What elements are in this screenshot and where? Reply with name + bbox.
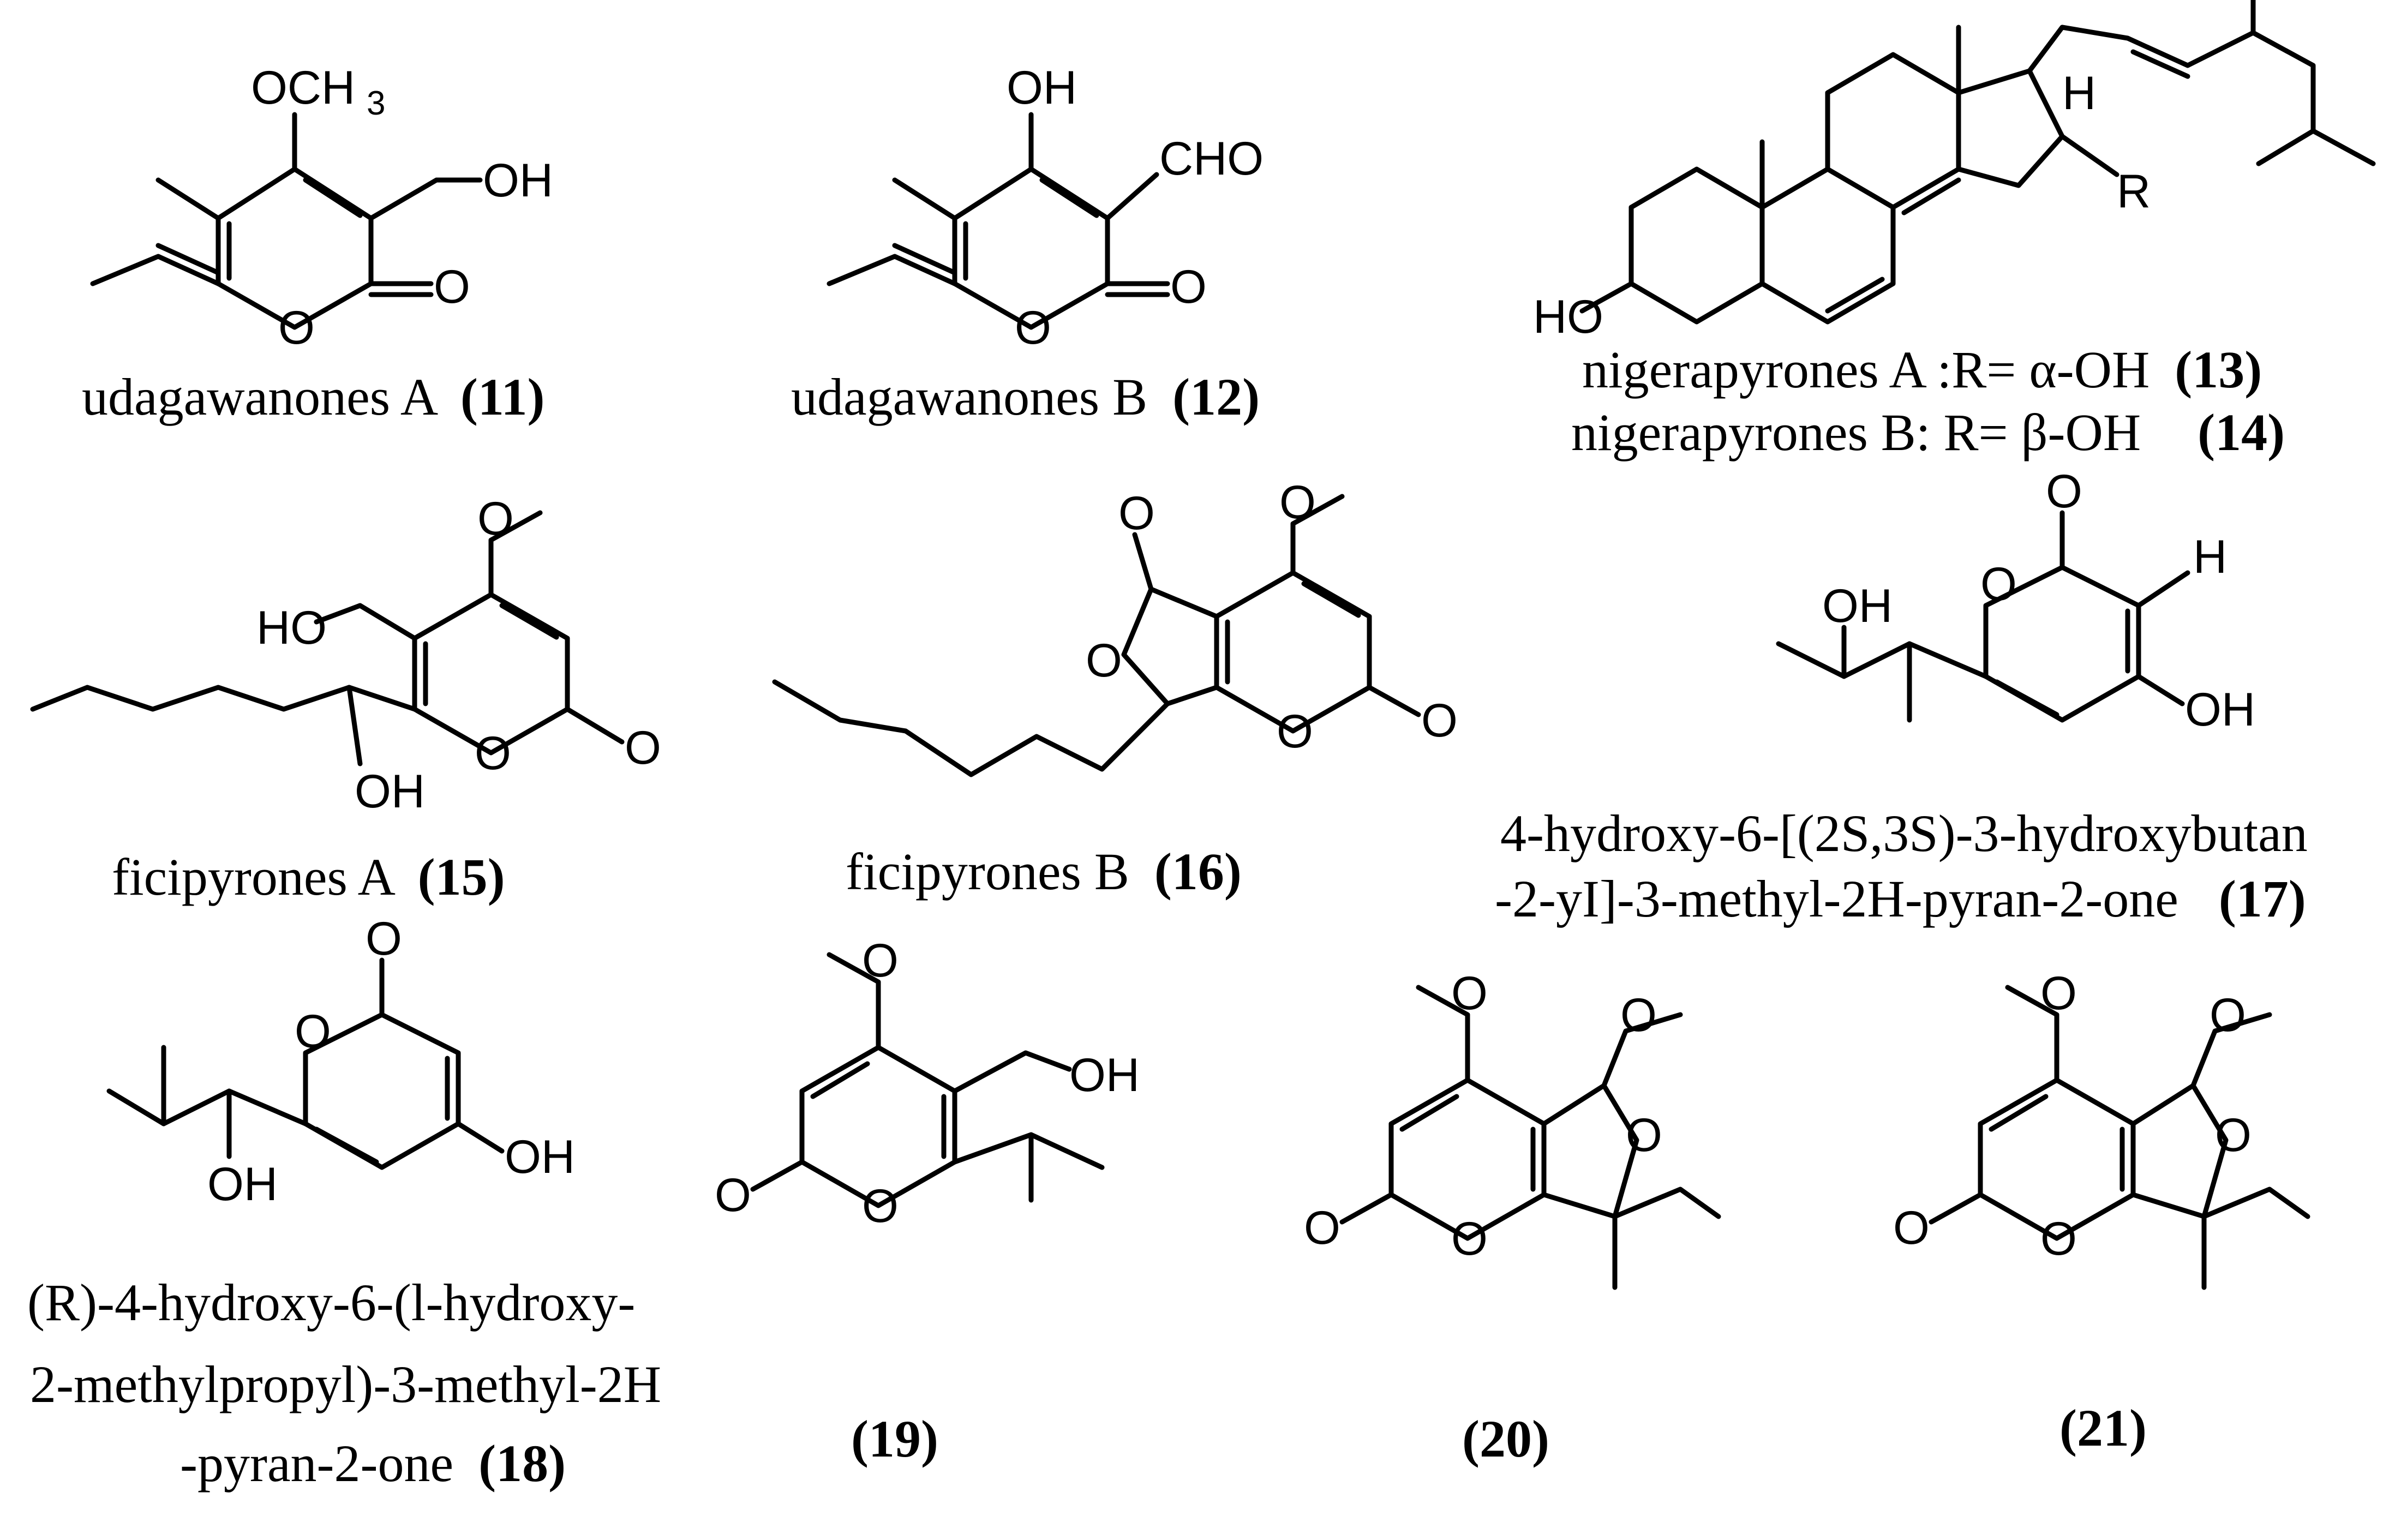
carbonyl-oxygen: O <box>366 913 402 965</box>
methoxy-oxygen: O <box>2040 967 2077 1020</box>
ring-oxygen: O <box>1015 302 1051 354</box>
structure-21: O O O O O <box>1893 967 2310 1290</box>
hydroxyl-label: OH <box>483 154 553 207</box>
lactone-ring-oxygen: O <box>1086 634 1122 687</box>
caption-18-line1: (R)-4-hydroxy-6-(l-hydroxy- <box>27 1273 635 1332</box>
methoxy-oxygen: O <box>477 493 514 545</box>
furan-oxygen: O <box>1626 1109 1662 1161</box>
hydrogen-label: H <box>2193 531 2227 583</box>
structure-19: O O O OH <box>715 934 1140 1232</box>
methoxy-subscript: 3 <box>367 85 385 122</box>
structure-13-14: HO H R <box>1533 0 2376 343</box>
hydroxyl-label: OH <box>505 1131 575 1183</box>
caption-16: ficipyrones B (16) <box>846 842 1242 901</box>
methoxy-label: OCH <box>251 62 355 114</box>
ring-oxygen: O <box>2040 1213 2077 1265</box>
structure-12: O O OH CHO <box>827 62 1264 354</box>
structure-16: O O O O O <box>772 476 1458 777</box>
structure-18: O O OH OH <box>106 913 575 1211</box>
caption-11: udagawanones A (11) <box>82 368 545 426</box>
hydroxyl-label: OH <box>1069 1049 1140 1101</box>
hydroxyl-label: OH <box>1822 580 1893 632</box>
caption-19: (19) <box>851 1410 938 1468</box>
caption-14: nigerapyrones B: R= β-OH (14) <box>1571 403 2285 462</box>
ring-oxygen: O <box>862 1180 899 1232</box>
carbonyl-oxygen: O <box>434 261 470 313</box>
ring-oxygen: O <box>1451 1213 1488 1265</box>
hydroxyl-label: OH <box>207 1158 278 1211</box>
carbonyl-oxygen: O <box>715 1169 751 1221</box>
methoxy-oxygen: O <box>862 934 899 987</box>
hydroxyl-label: OH <box>1007 62 1077 114</box>
r-group-label: R <box>2117 165 2151 218</box>
lactone-carbonyl-oxygen: O <box>1118 487 1155 540</box>
caption-17-line1: 4-hydroxy-6-[(2S,3S)-3-hydroxybutan <box>1500 804 2308 862</box>
carbonyl-oxygen: O <box>2046 465 2082 518</box>
methoxy-oxygen: O <box>1451 967 1488 1020</box>
caption-21: (21) <box>2059 1399 2147 1457</box>
caption-13: nigerapyrones A :R= α-OH (13) <box>1582 340 2262 399</box>
caption-18-line2: 2-methylpropyl)-3-methyl-2H <box>30 1355 661 1413</box>
ring-oxygen: O <box>475 727 511 780</box>
hydrogen-label: H <box>2062 67 2096 119</box>
caption-18-line3: -pyran-2-one (18) <box>180 1434 566 1493</box>
ring-oxygen: O <box>1980 558 2017 610</box>
carbonyl-oxygen: O <box>1421 694 1458 747</box>
ring-oxygen: O <box>278 302 315 354</box>
structure-15: O O O HO OH <box>30 493 661 818</box>
structure-11: O O OCH 3 OH <box>90 62 553 354</box>
methoxy-oxygen: O <box>1620 989 1657 1041</box>
carbonyl-oxygen: O <box>1304 1202 1340 1254</box>
caption-17-line2: -2-yI]-3-methyl-2H-pyran-2-one (17) <box>1495 870 2306 928</box>
carbonyl-oxygen: O <box>625 722 661 774</box>
ring-oxygen: O <box>295 1005 331 1058</box>
methoxy-oxygen: O <box>2210 989 2246 1041</box>
methoxy-oxygen: O <box>1279 476 1316 529</box>
caption-12: udagawanones B (12) <box>791 368 1260 426</box>
caption-20: (20) <box>1462 1410 1549 1468</box>
ring-oxygen: O <box>1277 705 1313 758</box>
carbonyl-oxygen: O <box>1170 261 1207 313</box>
hydroxyl-label: OH <box>355 765 425 818</box>
hydroxyl-label: HO <box>256 602 327 654</box>
hydroxyl-label: OH <box>2185 684 2255 736</box>
furan-oxygen: O <box>2215 1109 2252 1161</box>
carbonyl-oxygen: O <box>1893 1202 1930 1254</box>
caption-15: ficipyrones A (15) <box>112 848 505 906</box>
structure-20: O O O O O <box>1304 967 1721 1290</box>
aldehyde-label: CHO <box>1159 133 1264 185</box>
hydroxyl-label: HO <box>1533 291 1603 343</box>
structure-17: O O H OH OH <box>1776 465 2255 736</box>
